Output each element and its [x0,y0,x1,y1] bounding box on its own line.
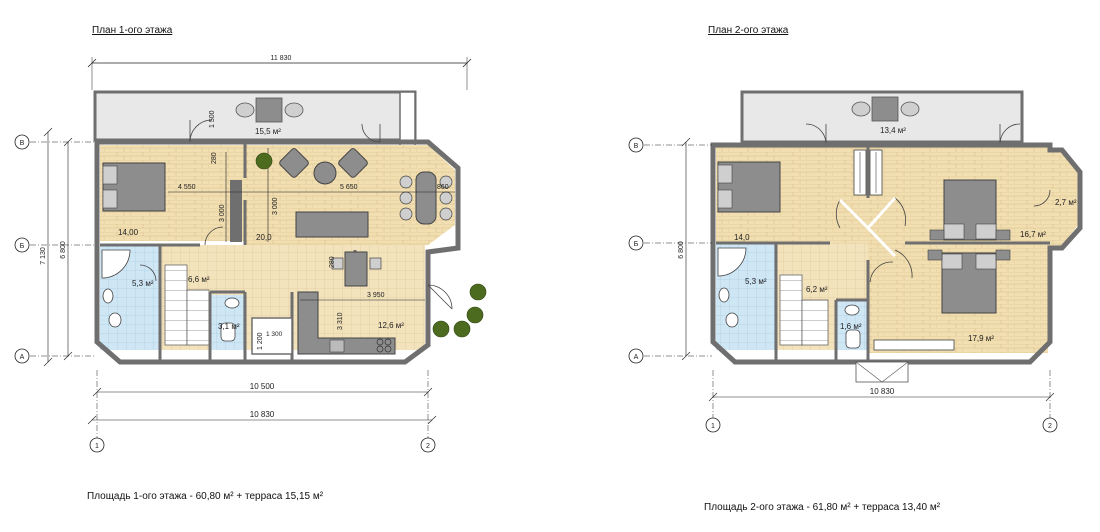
floor1-inner-dim-lines [168,148,455,301]
floor2-terrace-area: 13,4 м² [880,126,906,135]
floor1-dim-d5: 3 950 [367,292,385,299]
floor2-terrace-table [851,96,920,122]
floor1-dim-d4: 3 000 [272,197,279,215]
floor2-doors [835,189,1051,283]
floor1-stairs-2 [186,289,210,346]
floor1-stairs [164,264,188,346]
floor2-axis-a: А [634,354,639,361]
floor2-axes [628,137,1058,433]
floor1-hall-area: 6,6 м² [188,275,210,284]
floor2-axis-2: 2 [1048,423,1052,430]
floor1-axes [14,134,436,453]
floor1-dim-d3: 3 000 [219,204,226,222]
floor1-bath-area: 5,3 м² [132,279,154,288]
floor1-axis-b: В [20,140,25,147]
floor1-plan: 11 830 15,5 м² [14,55,487,453]
floor1-dim-left [43,127,73,367]
floor2-dim-bottom-label: 10 830 [870,387,895,396]
floor1-axis-m: Б [20,243,25,250]
floor1-porch [251,317,293,355]
floor1-dim-bottom [87,387,437,425]
floor1-dim-bottom-outer: 10 830 [250,410,275,419]
floor1-axis-a: А [20,354,25,361]
floor2-bed1 [717,161,781,213]
floor1-dim-left-outer: 7 130 [40,247,47,265]
floor2-terrace-doors [805,123,1021,145]
floor2-bay-area: 2,7 м² [1055,198,1077,207]
floor1-dim-d7: 1 300 [266,331,283,338]
floor1-terrace-area: 15,5 м² [255,127,281,136]
floor1-living-area: 20,0 [256,233,272,242]
floor1-dim-d2: 5 650 [340,184,358,191]
floor2-dim-bottom [708,392,1055,402]
floor2-bed3 [927,249,1011,314]
floor2-bedroom1-area: 14,0 [734,233,750,242]
floor2-bedroom2-area: 16,7 м² [1020,230,1046,239]
floor1-plants [255,152,487,338]
floor2-axis-1: 1 [711,423,715,430]
floor1-area-note: Площадь 1-ого этажа - 60,80 м² + терраса… [87,491,324,502]
floor1-dim-d8: 860 [437,184,449,191]
floor1-dim-d6: 3 310 [337,312,344,330]
floor2-bed2 [929,179,1011,241]
floor1-bedroom-area: 14,00 [118,228,139,237]
floor1-dim-terrace: 1 500 [209,110,216,128]
floor2-stairs [779,274,803,346]
floor1-dim-top-label: 11 830 [271,55,292,62]
floor1-dim-top: 11 830 [87,55,472,90]
floor1-terrace-table [235,97,304,123]
floor1-axis-1: 1 [95,443,99,450]
floor2-wardrobe-bottom [873,339,955,351]
floor1-kitchen-area: 12,6 м² [378,321,404,330]
floor1-dining-table [331,251,382,287]
floor2-bath-fixtures [717,247,861,349]
floor2-canopy [855,361,909,383]
floor1-dim-d1: 4 550 [178,184,196,191]
floor1-exterior-wall [94,139,461,365]
floor2-axis-m: Б [634,241,639,248]
floor1-dim-d9: 280 [211,152,218,164]
floor1-dim-left-inner: 6 800 [60,241,67,259]
floor1-kitchen-counter [297,291,396,355]
floor2-interior-walls [716,145,1050,362]
floor2-dim-left-label: 6 800 [678,241,685,259]
floor1-dim-d11: 1 200 [257,332,264,350]
floor2-wardrobes [853,149,883,196]
floor1-dim-d10: 280 [329,256,336,268]
floor2-plan: 13,4 м² [628,90,1083,433]
floor2-wc-area: 1,6 м² [840,322,862,331]
floor1-wc-area: 3,1 м² [218,322,240,331]
floor1-living-furniture [279,148,453,238]
floor1-bath-fixtures [101,249,240,342]
floor1-bed [102,162,166,212]
floor2-bath-area: 5,3 м² [745,277,767,286]
floor2-area-note: Площадь 2-ого этажа - 61,80 м² + терраса… [704,502,941,513]
floor1-chimney [230,180,242,242]
floor1-dim-bottom-inner: 10 500 [250,382,275,391]
floor1-title: План 1-ого этажа [92,25,173,36]
floor1-axis-2: 2 [426,443,430,450]
floor1-doors [139,119,453,310]
floor2-stairs-2 [801,299,829,346]
floor2-hall-area: 6,2 м² [806,285,828,294]
floor2-title: План 2-ого этажа [708,25,789,36]
floor2-axis-b: В [634,143,639,150]
floor2-bay [1048,150,1078,246]
floor2-exterior-wall [710,142,1083,365]
floor2-bedroom3-area: 17,9 м² [968,334,994,343]
